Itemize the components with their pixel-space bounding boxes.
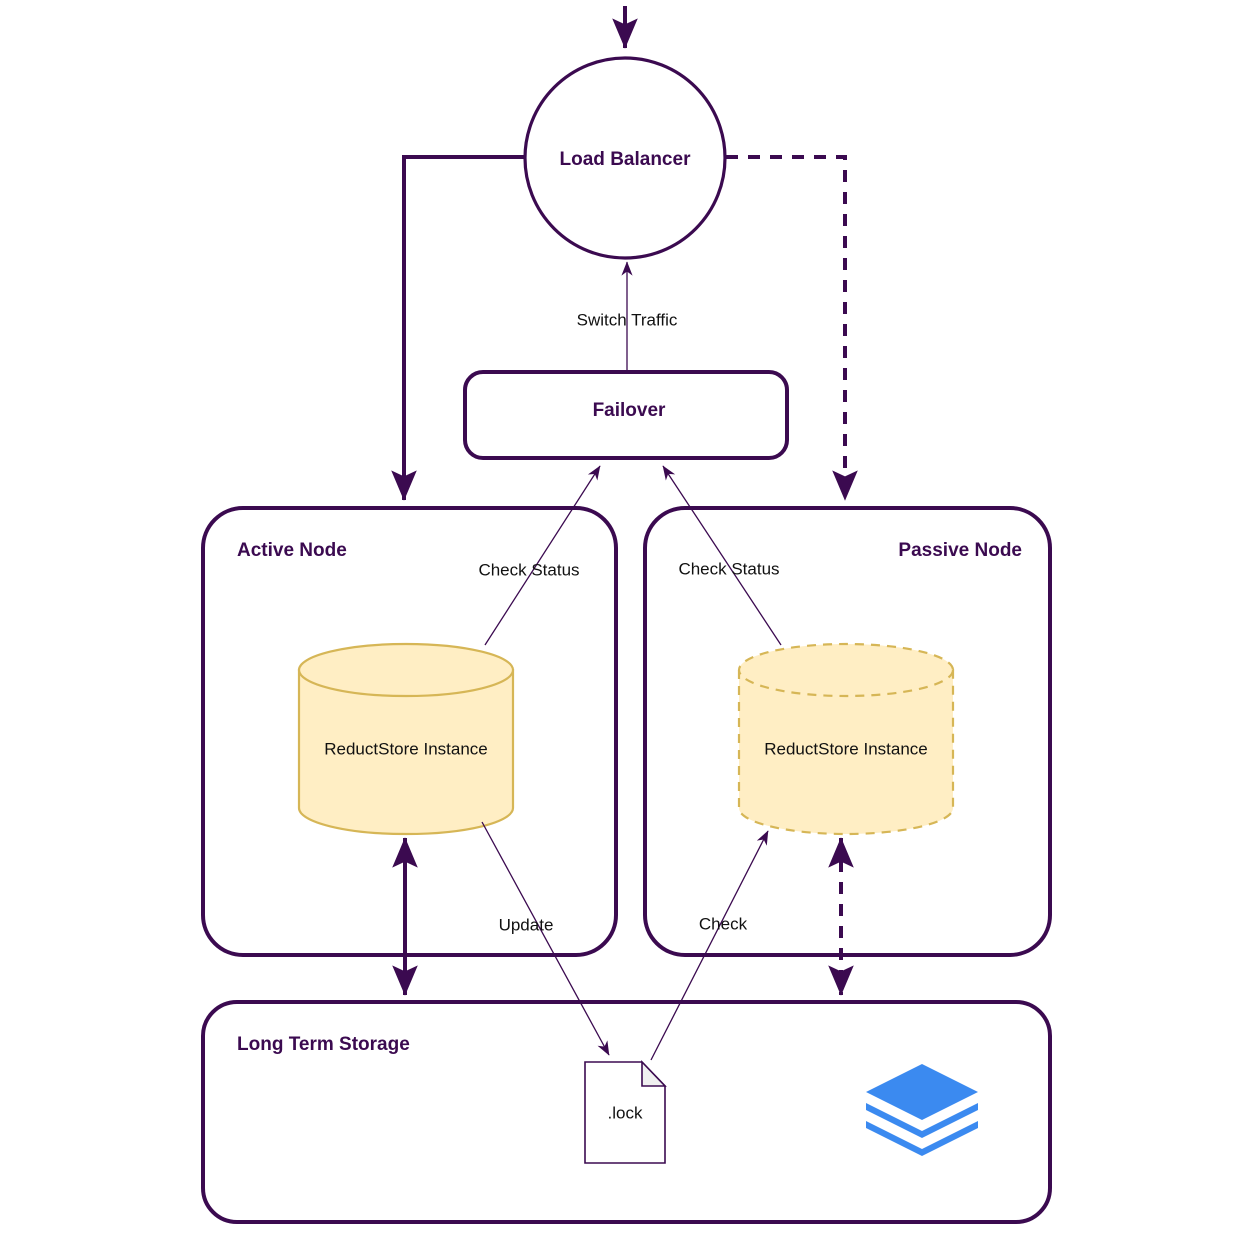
edge-lb-to-passive-node [726, 155, 858, 501]
edge-label-switch-traffic: Switch Traffic [577, 310, 678, 329]
edge-failover-to-load-balancer: Switch Traffic [577, 261, 678, 372]
lock-file-fold-icon [641, 1060, 667, 1087]
edge-label-check: Check [699, 914, 748, 933]
active-cylinder-body [297, 668, 515, 836]
layers-icon-middle-layer [866, 1103, 978, 1138]
load-balancer-label: Load Balancer [560, 149, 692, 170]
failover-node[interactable]: Failover [463, 370, 789, 460]
layers-icon-top-layer [866, 1064, 978, 1120]
failover-label: Failover [593, 400, 666, 421]
edge-passive-check-status: Check Status [662, 465, 782, 646]
active-cylinder-top [297, 642, 515, 698]
load-balancer-node[interactable]: Load Balancer [523, 56, 727, 260]
passive-cylinder-body [737, 668, 955, 836]
edge-passive-check-lock: Check [650, 830, 769, 1061]
lock-file-shape [584, 1061, 666, 1164]
edge-active-update-lock: Update [481, 821, 610, 1056]
edge-active-check-status: Check Status [478, 465, 601, 646]
edge-label-passive-check-status: Check Status [678, 559, 779, 578]
layers-icon [866, 1064, 978, 1156]
long-term-storage-container[interactable]: Long Term Storage [201, 1000, 1052, 1224]
long-term-storage-label: Long Term Storage [237, 1034, 410, 1055]
failover-box [463, 370, 789, 460]
long-term-storage-box [201, 1000, 1052, 1224]
layers-icon-bottom-layer [866, 1121, 978, 1156]
edge-lb-to-active-node [391, 155, 525, 501]
edge-label-active-check-status: Check Status [478, 560, 579, 579]
active-instance-label: ReductStore Instance [324, 739, 487, 758]
active-node-label: Active Node [237, 540, 347, 561]
edge-label-update: Update [499, 915, 554, 934]
passive-reductstore-instance[interactable]: ReductStore Instance [737, 642, 955, 836]
lock-file-node[interactable]: .lock [584, 1060, 667, 1164]
active-reductstore-instance[interactable]: ReductStore Instance [297, 642, 515, 836]
passive-node-label: Passive Node [898, 540, 1022, 561]
passive-instance-label: ReductStore Instance [764, 739, 927, 758]
passive-cylinder-top [737, 642, 955, 698]
lock-file-label: .lock [608, 1103, 643, 1122]
